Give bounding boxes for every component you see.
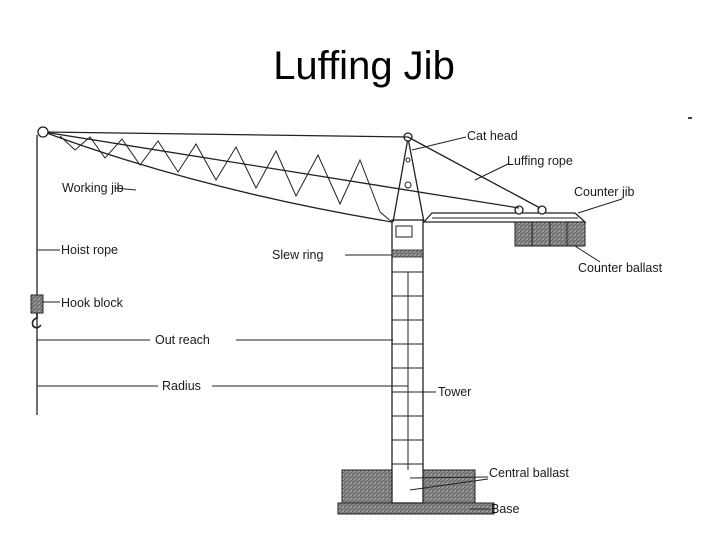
counter-ballast — [514, 221, 586, 247]
label-counter-jib: Counter jib — [574, 185, 634, 199]
tower — [391, 219, 424, 504]
luffing-rope — [407, 136, 541, 209]
jib-pendant-rope — [43, 131, 520, 209]
working-jib — [43, 131, 409, 223]
label-base: Base — [491, 502, 520, 516]
hook-block — [30, 294, 44, 329]
cat-head — [392, 132, 425, 223]
label-hoist-rope: Hoist rope — [61, 243, 118, 257]
leader-lines — [37, 136, 623, 510]
label-cat-head: Cat head — [467, 129, 518, 143]
label-working-jib: Working jib — [62, 181, 124, 195]
label-tower: Tower — [438, 385, 471, 399]
label-radius: Radius — [162, 379, 201, 393]
label-central-ballast: Central ballast — [489, 466, 569, 480]
label-hook-block: Hook block — [61, 296, 124, 310]
label-counter-ballast: Counter ballast — [578, 261, 663, 275]
label-slew-ring: Slew ring — [272, 248, 323, 262]
counter-jib — [422, 205, 587, 223]
label-luffing-rope: Luffing rope — [507, 154, 573, 168]
page-title: Luffing Jib — [273, 44, 455, 88]
jib-tip-sheave — [37, 126, 49, 138]
label-out-reach: Out reach — [155, 333, 210, 347]
